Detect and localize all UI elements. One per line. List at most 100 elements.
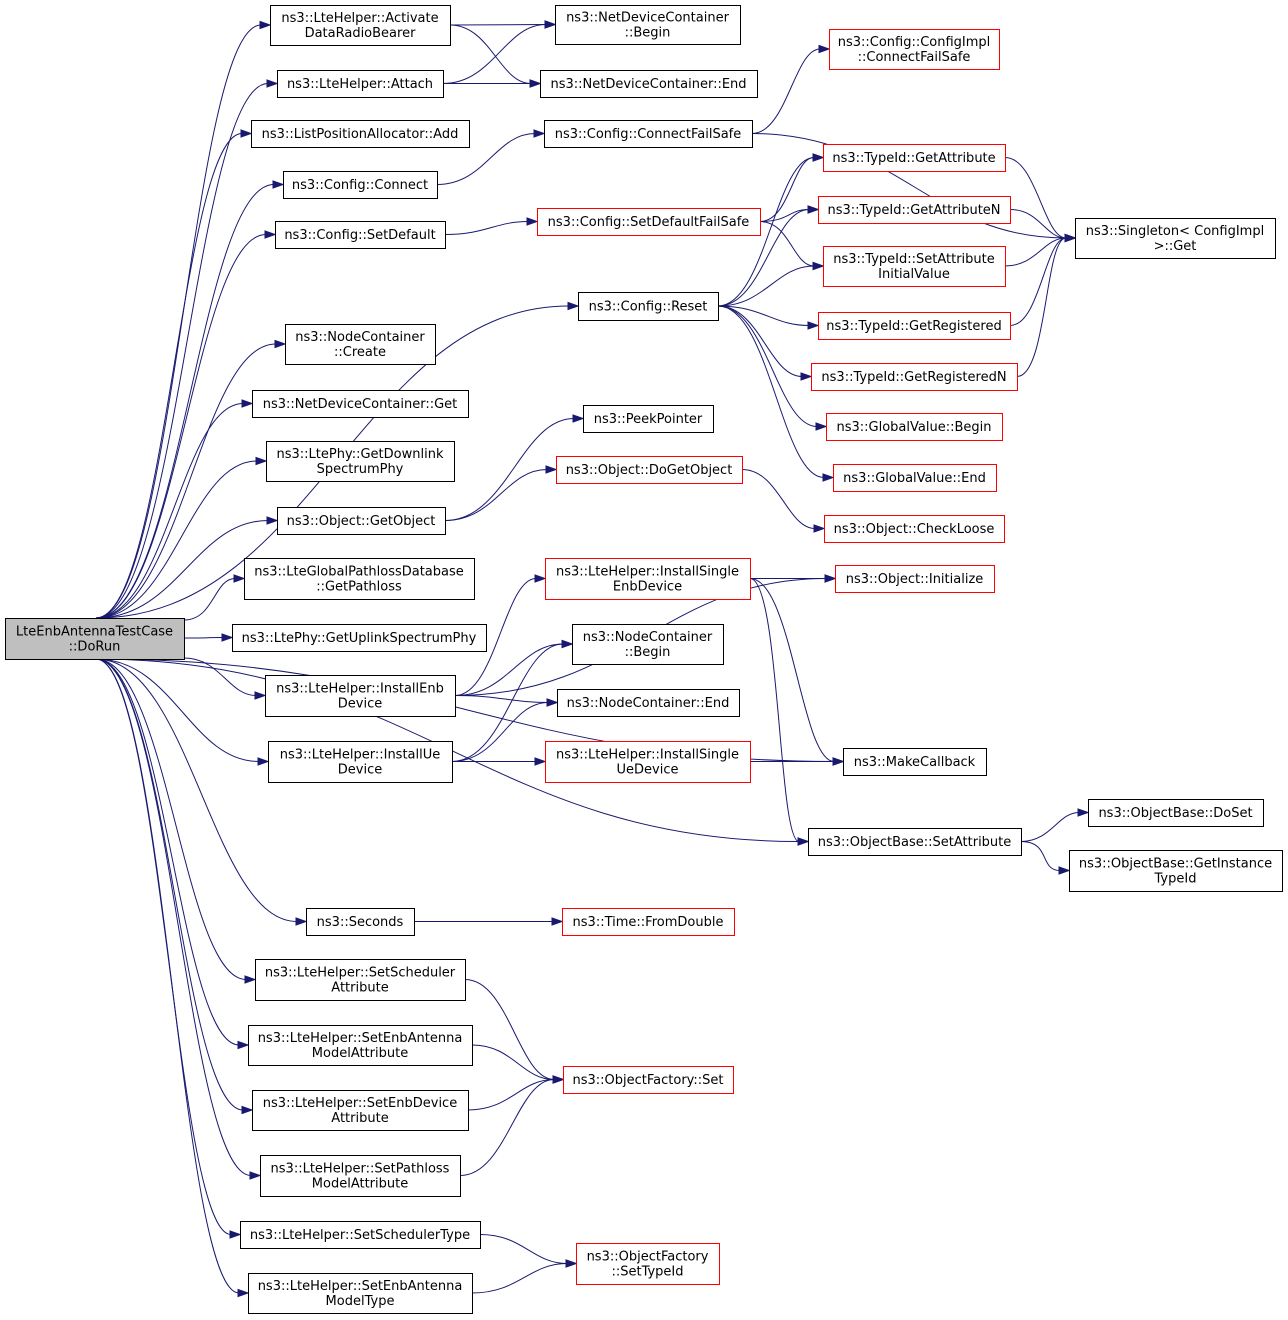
node-box-obGetInstanceTypeId[interactable]: [1069, 850, 1283, 892]
node-box-getUlPhy[interactable]: [232, 624, 487, 652]
node-checkLoose[interactable]: ns3::Object::CheckLoose: [824, 515, 1005, 543]
node-seconds[interactable]: ns3::Seconds: [306, 908, 415, 936]
node-cfgSetDefault[interactable]: ns3::Config::SetDefault: [275, 221, 446, 249]
node-box-installEnb[interactable]: [265, 675, 456, 717]
node-singletonGet[interactable]: ns3::Singleton< ConfigImpl >::Get: [1075, 218, 1276, 259]
node-ofSet[interactable]: ns3::ObjectFactory::Set: [563, 1066, 734, 1094]
node-ncEnd[interactable]: ns3::NodeContainer::End: [557, 689, 740, 717]
node-box-setEnbAntType[interactable]: [248, 1273, 473, 1314]
node-box-tidSetAttrInit[interactable]: [823, 246, 1006, 287]
node-box-ofSetTypeId[interactable]: [576, 1243, 720, 1285]
node-getPathloss[interactable]: ns3::LteGlobalPathlossDatabase::GetPathl…: [244, 558, 475, 600]
node-cfgConnectFailSafe[interactable]: ns3::Config::ConnectFailSafe: [544, 120, 753, 148]
node-getObject[interactable]: ns3::Object::GetObject: [277, 507, 446, 535]
node-gvEnd[interactable]: ns3::GlobalValue::End: [833, 464, 997, 492]
node-objInitialize[interactable]: ns3::Object::Initialize: [835, 565, 995, 593]
node-box-singletonGet[interactable]: [1075, 218, 1276, 259]
node-box-ofSet[interactable]: [563, 1066, 734, 1094]
node-box-ncEnd[interactable]: [557, 689, 740, 717]
node-box-gvBegin[interactable]: [826, 413, 1003, 441]
node-ofSetTypeId[interactable]: ns3::ObjectFactory::SetTypeId: [576, 1243, 720, 1285]
node-box-ncBegin[interactable]: [572, 624, 724, 665]
node-box-setEnbAntAttr[interactable]: [248, 1025, 473, 1066]
node-box-attach[interactable]: [277, 70, 444, 98]
node-ndcEnd[interactable]: ns3::NetDeviceContainer::End: [540, 70, 758, 98]
node-box-installSingleEnb[interactable]: [545, 558, 751, 600]
node-tidGetRegistered[interactable]: ns3::TypeId::GetRegistered: [818, 312, 1011, 340]
node-cfgReset[interactable]: ns3::Config::Reset: [578, 292, 719, 321]
node-ndcGet[interactable]: ns3::NetDeviceContainer::Get: [252, 390, 469, 418]
node-box-obSetAttribute[interactable]: [808, 828, 1022, 856]
node-setPathlossAttr[interactable]: ns3::LteHelper::SetPathlossModelAttribut…: [260, 1155, 461, 1197]
node-box-setSchedAttr[interactable]: [255, 959, 466, 1001]
node-cfgConnect[interactable]: ns3::Config::Connect: [283, 171, 438, 199]
node-box-setSchedType[interactable]: [240, 1221, 481, 1249]
node-box-cfgImplConnectFailSafe[interactable]: [829, 29, 1000, 70]
node-cfgSetDefaultFailSafe[interactable]: ns3::Config::SetDefaultFailSafe: [537, 208, 761, 236]
node-cfgImplConnectFailSafe[interactable]: ns3::Config::ConfigImpl::ConnectFailSafe: [829, 29, 1000, 70]
node-box-tidGetAttributeN[interactable]: [818, 196, 1011, 224]
node-box-seconds[interactable]: [306, 908, 415, 936]
node-box-gvEnd[interactable]: [833, 464, 997, 492]
node-box-getPathloss[interactable]: [244, 558, 475, 600]
node-box-cfgConnect[interactable]: [283, 171, 438, 199]
node-box-cfgSetDefault[interactable]: [275, 221, 446, 249]
node-box-getObject[interactable]: [277, 507, 446, 535]
node-setEnbAntAttr[interactable]: ns3::LteHelper::SetEnbAntennaModelAttrib…: [248, 1025, 473, 1066]
node-box-cfgConnectFailSafe[interactable]: [544, 120, 753, 148]
node-box-setEnbDevAttr[interactable]: [252, 1090, 469, 1131]
node-box-makeCallback[interactable]: [843, 748, 987, 776]
node-ndcBegin[interactable]: ns3::NetDeviceContainer::Begin: [555, 5, 741, 45]
node-lpaAdd[interactable]: ns3::ListPositionAllocator::Add: [251, 120, 470, 148]
node-box-objInitialize[interactable]: [835, 565, 995, 593]
node-setSchedType[interactable]: ns3::LteHelper::SetSchedulerType: [240, 1221, 481, 1249]
node-attach[interactable]: ns3::LteHelper::Attach: [277, 70, 444, 98]
node-tidGetRegisteredN[interactable]: ns3::TypeId::GetRegisteredN: [811, 363, 1018, 391]
node-box-installUe[interactable]: [268, 741, 453, 783]
node-tidGetAttribute[interactable]: ns3::TypeId::GetAttribute: [823, 144, 1006, 172]
node-box-cfgSetDefaultFailSafe[interactable]: [537, 208, 761, 236]
node-box-tidGetAttribute[interactable]: [823, 144, 1006, 172]
node-box-tidGetRegistered[interactable]: [818, 312, 1011, 340]
node-box-getDlPhy[interactable]: [266, 441, 455, 482]
node-getUlPhy[interactable]: ns3::LtePhy::GetUplinkSpectrumPhy: [232, 624, 487, 652]
node-box-peekPointer[interactable]: [583, 405, 714, 433]
node-box-setPathlossAttr[interactable]: [260, 1155, 461, 1197]
node-gvBegin[interactable]: ns3::GlobalValue::Begin: [826, 413, 1003, 441]
node-box-checkLoose[interactable]: [824, 515, 1005, 543]
node-box-installSingleUe[interactable]: [545, 741, 751, 783]
node-obDoSet[interactable]: ns3::ObjectBase::DoSet: [1088, 799, 1264, 827]
node-box-tidGetRegisteredN[interactable]: [811, 363, 1018, 391]
node-peekPointer[interactable]: ns3::PeekPointer: [583, 405, 714, 433]
node-box-timeFromDouble[interactable]: [562, 908, 735, 936]
node-box-ncCreate[interactable]: [285, 324, 436, 365]
node-tidGetAttributeN[interactable]: ns3::TypeId::GetAttributeN: [818, 196, 1011, 224]
node-ncBegin[interactable]: ns3::NodeContainer::Begin: [572, 624, 724, 665]
node-obSetAttribute[interactable]: ns3::ObjectBase::SetAttribute: [808, 828, 1022, 856]
node-doGetObject[interactable]: ns3::Object::DoGetObject: [556, 456, 743, 484]
node-box-ndcGet[interactable]: [252, 390, 469, 418]
node-makeCallback[interactable]: ns3::MakeCallback: [843, 748, 987, 776]
node-box-doGetObject[interactable]: [556, 456, 743, 484]
node-box-doRun[interactable]: [5, 618, 185, 660]
node-box-activateDRB[interactable]: [270, 5, 451, 46]
node-timeFromDouble[interactable]: ns3::Time::FromDouble: [562, 908, 735, 936]
node-box-ndcEnd[interactable]: [540, 70, 758, 98]
node-box-cfgReset[interactable]: [578, 292, 719, 321]
node-box-lpaAdd[interactable]: [251, 120, 470, 148]
node-box-obDoSet[interactable]: [1088, 799, 1264, 827]
node-ncCreate[interactable]: ns3::NodeContainer::Create: [285, 324, 436, 365]
node-box-ndcBegin[interactable]: [555, 5, 741, 45]
node-doRun[interactable]: LteEnbAntennaTestCase::DoRun: [5, 618, 185, 660]
